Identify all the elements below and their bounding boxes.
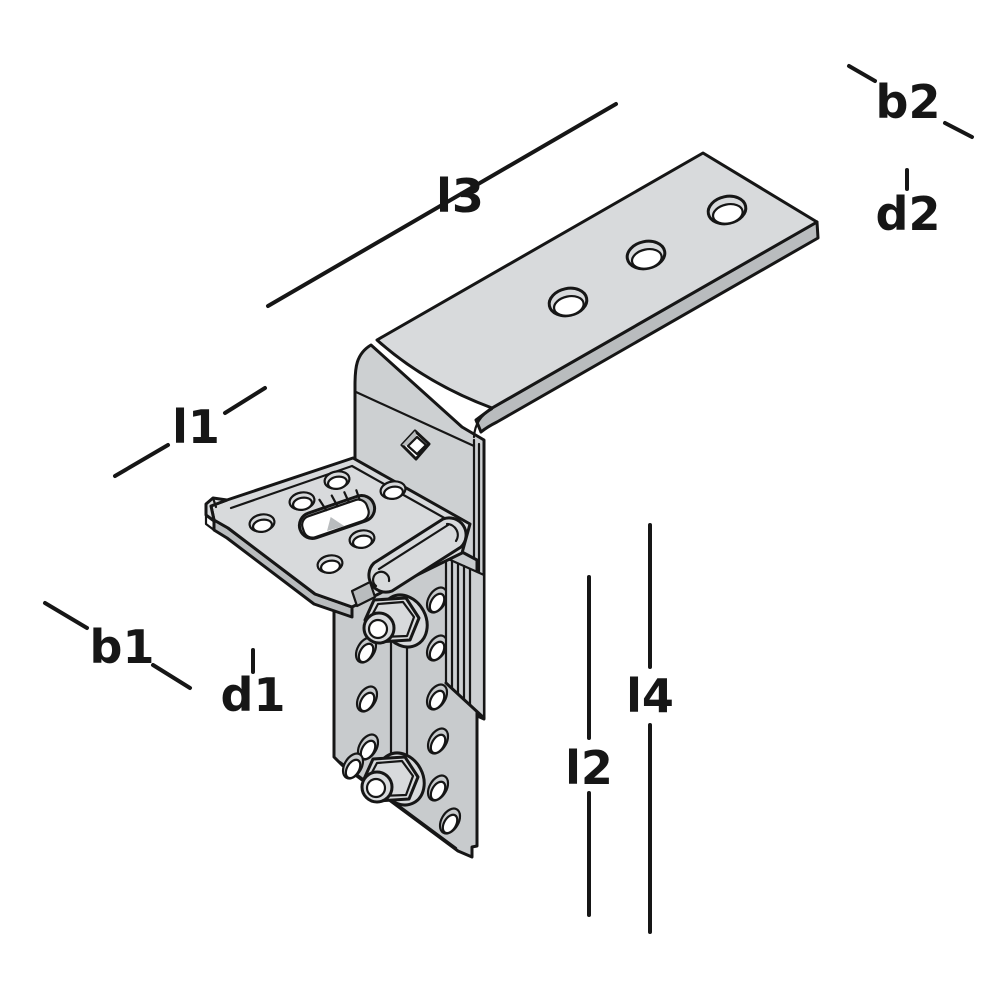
dim-b2-tick-upper <box>847 64 877 83</box>
dimension-annotations: l3 l1 b2 d2 b1 d1 l2 <box>43 64 974 934</box>
dim-d2-label: d2 <box>876 187 941 241</box>
hex-bolt-lower <box>360 751 426 807</box>
dim-d1-label: d1 <box>221 668 286 722</box>
web-square-hole <box>400 429 431 461</box>
hex-bolt-upper <box>362 593 429 649</box>
bar-hole <box>547 286 589 318</box>
dim-b2: b2 <box>847 64 974 139</box>
bar-edge-face <box>474 220 820 434</box>
dim-d2: d2 <box>876 168 941 241</box>
dim-b1-tick-lower <box>151 663 192 690</box>
dim-d1: d1 <box>221 648 286 722</box>
bar-hole <box>625 239 667 271</box>
clamp-highlight-line <box>377 523 450 571</box>
dim-b1-label: b1 <box>90 620 155 674</box>
dim-l3-line <box>266 102 618 308</box>
flange-tab <box>204 496 229 523</box>
flange-slot <box>297 489 377 540</box>
dim-l3-label: l3 <box>436 169 484 223</box>
dim-b1: b1 <box>43 601 192 690</box>
flange-holes <box>248 470 407 574</box>
clamp-rolled-edge <box>350 516 468 608</box>
flange-tab-notch <box>211 496 218 509</box>
dim-l4-label: l4 <box>626 669 674 723</box>
dim-l1: l1 <box>113 386 267 478</box>
dim-l1-tick-lower <box>113 443 170 478</box>
bend-tangent-line <box>354 390 476 448</box>
clamp-tab <box>350 580 377 608</box>
bend-inner-curve <box>472 407 494 439</box>
bar-top-face <box>375 151 819 410</box>
dim-b2-label: b2 <box>876 75 941 129</box>
dim-b1-tick-upper <box>43 601 89 630</box>
clamp-body <box>367 516 468 594</box>
dim-l3: l3 <box>266 102 618 308</box>
dim-l2-label: l2 <box>565 741 613 795</box>
rail-wedge-edge <box>444 681 486 720</box>
bolt-thread <box>365 777 387 799</box>
dim-b2-tick-lower <box>943 121 974 139</box>
dim-l2: l2 <box>565 575 613 917</box>
flange-tab-thickness <box>204 513 216 532</box>
dim-l1-label: l1 <box>172 400 220 454</box>
bracket-part <box>204 151 820 859</box>
web-guide-rail <box>444 556 486 720</box>
plate-holes <box>341 586 462 835</box>
bar-hole <box>706 194 748 226</box>
dim-l1-tick-upper <box>223 386 267 415</box>
flange-edge-inner-line <box>229 464 466 531</box>
top-bar <box>375 151 820 439</box>
dim-l4: l4 <box>626 523 674 934</box>
clamp-curl <box>372 570 391 588</box>
clamp-right-cap-line <box>445 522 459 543</box>
bolt-thread <box>367 618 389 640</box>
